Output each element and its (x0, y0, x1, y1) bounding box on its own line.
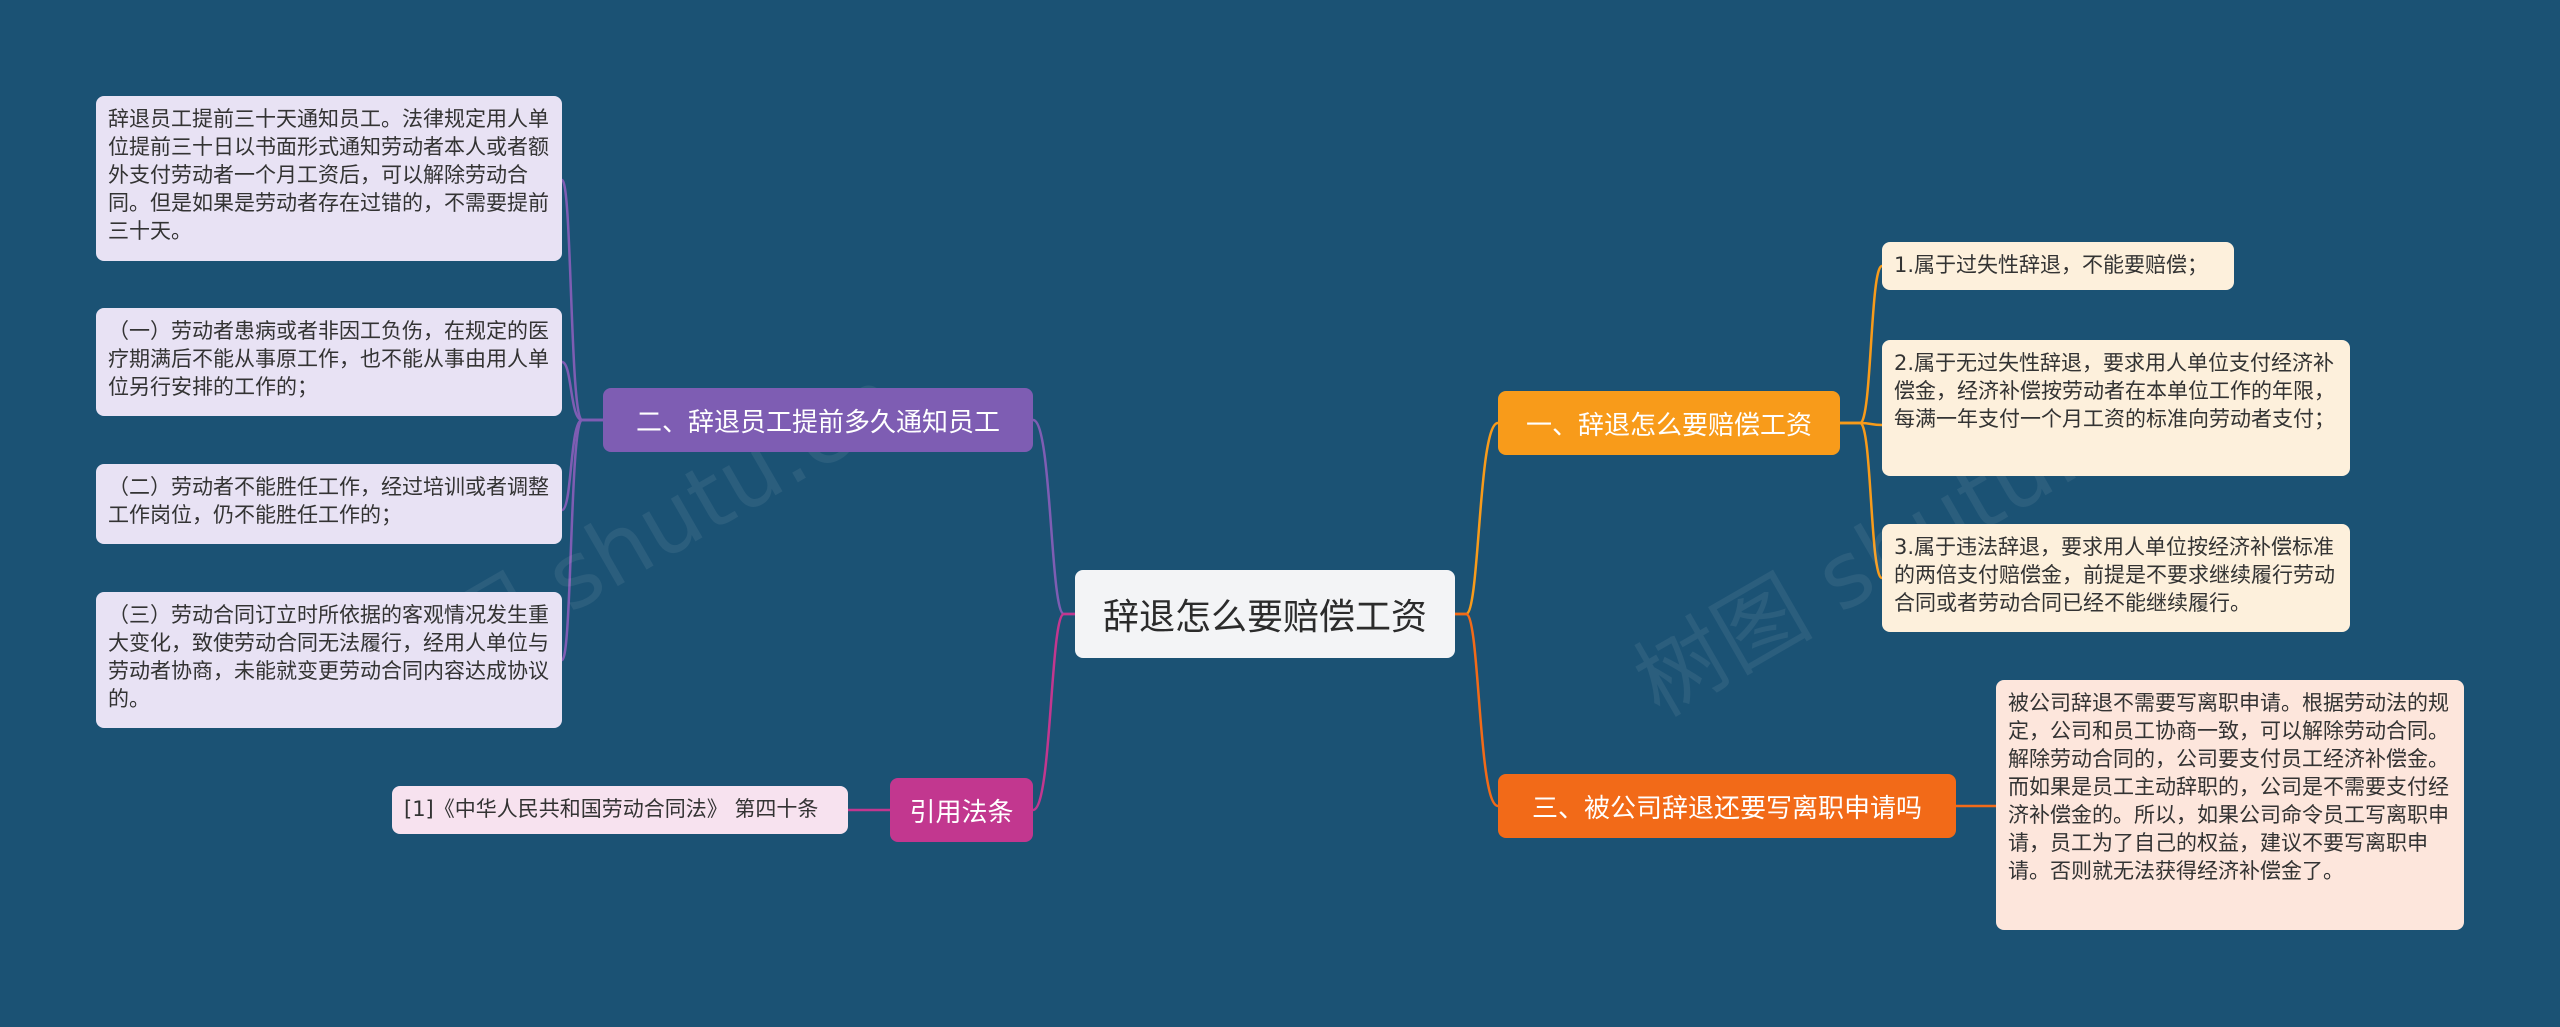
central-topic-label: 辞退怎么要赔偿工资 (1102, 597, 1427, 638)
leaf-illness-injury[interactable]: （一）劳动者患病或者非因工负伤，在规定的医疗期满后不能从事原工作，也不能从事由用… (96, 308, 562, 416)
leaf-text: 1.属于过失性辞退，不能要赔偿； (1894, 253, 2209, 277)
leaf-text: 辞退员工提前三十天通知员工。法律规定用人单位提前三十日以书面形式通知劳动者本人或… (108, 107, 549, 243)
central-topic[interactable]: 辞退怎么要赔偿工资 (1075, 570, 1455, 658)
leaf-fault-dismissal[interactable]: 1.属于过失性辞退，不能要赔偿； (1882, 242, 2234, 290)
leaf-resignation-answer[interactable]: 被公司辞退不需要写离职申请。根据劳动法的规定，公司和员工协商一致，可以解除劳动合… (1996, 680, 2464, 930)
leaf-incompetent[interactable]: （二）劳动者不能胜任工作，经过培训或者调整工作岗位，仍不能胜任工作的； (96, 464, 562, 544)
link-center-orange (1455, 421, 1499, 616)
leaf-text: （二）劳动者不能胜任工作，经过培训或者调整工作岗位，仍不能胜任工作的； (108, 475, 549, 527)
link-center-pink (1032, 612, 1075, 812)
leaf-text: （三）劳动合同订立时所依据的客观情况发生重大变化，致使劳动合同无法履行，经用人单… (108, 603, 549, 711)
topic-label: 三、被公司辞退还要写离职申请吗 (1531, 793, 1922, 824)
leaf-law-article[interactable]: [1]《中华人民共和国劳动合同法》 第四十条 (392, 786, 848, 834)
leaf-text: 3.属于违法辞退，要求用人单位按经济补偿标准的两倍支付赔偿金，前提是不要求继续履… (1894, 535, 2335, 615)
link-center-red (1455, 612, 1499, 808)
topic-law-reference[interactable]: 引用法条 (890, 778, 1033, 842)
topic-label: 一、辞退怎么要赔偿工资 (1525, 410, 1812, 441)
links-purple (560, 178, 603, 662)
topic-compensation[interactable]: 一、辞退怎么要赔偿工资 (1498, 391, 1840, 455)
leaf-illegal-dismissal[interactable]: 3.属于违法辞退，要求用人单位按经济补偿标准的两倍支付赔偿金，前提是不要求继续履… (1882, 524, 2350, 632)
leaf-text: 2.属于无过失性辞退，要求用人单位支付经济补偿金，经济补偿按劳动者在本单位工作的… (1894, 351, 2335, 431)
leaf-notice-30-days[interactable]: 辞退员工提前三十天通知员工。法律规定用人单位提前三十日以书面形式通知劳动者本人或… (96, 96, 562, 261)
links-orange (1840, 264, 1884, 580)
topic-notice-period[interactable]: 二、辞退员工提前多久通知员工 (603, 388, 1033, 452)
topic-label: 二、辞退员工提前多久通知员工 (635, 407, 1000, 438)
leaf-no-fault-dismissal[interactable]: 2.属于无过失性辞退，要求用人单位支付经济补偿金，经济补偿按劳动者在本单位工作的… (1882, 340, 2350, 476)
link-center-purple (1032, 418, 1075, 616)
leaf-text: 被公司辞退不需要写离职申请。根据劳动法的规定，公司和员工协商一致，可以解除劳动合… (2008, 691, 2449, 883)
topic-resignation-letter[interactable]: 三、被公司辞退还要写离职申请吗 (1498, 774, 1956, 838)
topic-label: 引用法条 (909, 797, 1014, 828)
leaf-text: （一）劳动者患病或者非因工负伤，在规定的医疗期满后不能从事原工作，也不能从事由用… (108, 319, 549, 399)
leaf-circumstance-change[interactable]: （三）劳动合同订立时所依据的客观情况发生重大变化，致使劳动合同无法履行，经用人单… (96, 592, 562, 728)
leaf-text: [1]《中华人民共和国劳动合同法》 第四十条 (404, 797, 819, 821)
